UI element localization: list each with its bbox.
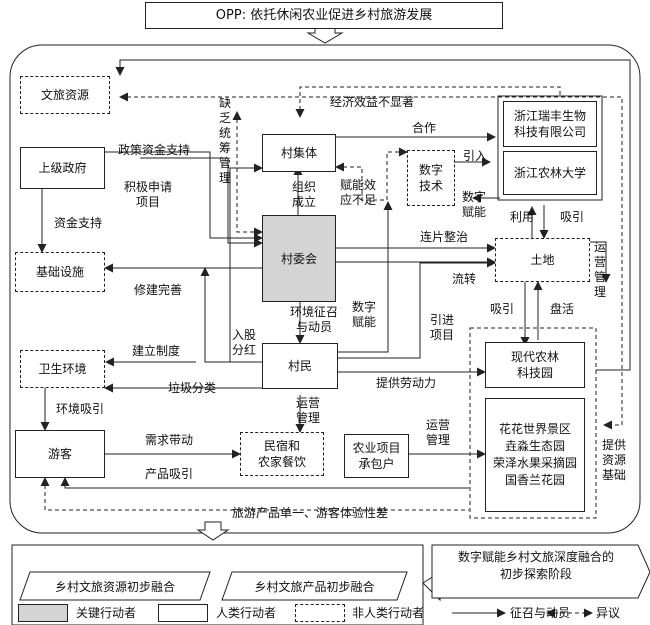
label-economic-not-significant: 经济效益不显著 xyxy=(330,95,415,109)
label-product-attract: 产品吸引 xyxy=(145,467,194,481)
label-attract-2: 吸引 xyxy=(490,302,515,316)
zhejiang-ruifeng-company: 浙江瑞丰生物 科技有限公司 xyxy=(503,101,597,147)
label-introduce: 引入 xyxy=(463,149,488,163)
village-committee-key-actor: 村委会 xyxy=(262,215,336,302)
label-revitalize: 盘活 xyxy=(550,302,575,316)
opp-title: OPP: 依托休闲农业促进乡村旅游发展 xyxy=(145,2,503,29)
infrastructure: 基础设施 xyxy=(15,252,105,292)
tourists: 游客 xyxy=(15,430,105,478)
label-garbage-sorting: 垃圾分类 xyxy=(168,381,217,395)
zhejiang-af-university: 浙江农林大学 xyxy=(503,151,597,195)
village-collective: 村集体 xyxy=(262,134,336,172)
label-attract: 吸引 xyxy=(560,210,585,224)
scenic-spots-group: 花花世界景区 垚淼生态园 荣泽水果采摘园 国香兰花园 xyxy=(485,398,585,512)
label-ops-mgmt-right: 运营管理 xyxy=(593,240,606,299)
stage-1-label: 乡村文旅资源初步融合 xyxy=(54,579,175,594)
legend-key-actor: 关键行动者 xyxy=(76,606,137,620)
label-empower-weak: 赋能效 应不足 xyxy=(340,178,377,207)
label-build-improve: 修建完善 xyxy=(134,283,183,297)
legend-key-swatch xyxy=(18,604,68,622)
legend-human-swatch xyxy=(158,604,208,622)
digital-technology: 数字 技术 xyxy=(407,150,455,206)
label-consolidate: 连片整治 xyxy=(420,230,469,244)
label-ops-mgmt: 运营 管理 xyxy=(296,396,321,425)
label-single-product: 旅游产品单一、游客体验性差 xyxy=(232,506,389,520)
label-provide-labor: 提供劳动力 xyxy=(376,376,437,390)
stage2-parallelogram xyxy=(221,571,408,601)
sanitation-environment: 卫生环境 xyxy=(20,350,105,388)
legend-nonhuman-swatch xyxy=(295,604,345,622)
label-apply-projects: 积极申请 项目 xyxy=(124,180,173,209)
label-use: 利用 xyxy=(510,210,535,224)
result-stage-label: 数字赋能乡村文旅深度融合的 初步探索阶段 xyxy=(457,550,614,581)
legend-dissent: 异议 xyxy=(596,606,621,620)
label-lack-coordination: 缺乏统筹管理 xyxy=(218,96,231,185)
villagers: 村民 xyxy=(262,343,338,389)
label-provide-resource: 提供资源基础 xyxy=(601,438,626,482)
modern-agri-tech-park: 现代农林 科技园 xyxy=(485,342,585,388)
legend-nonhuman-actor: 非人类行动者 xyxy=(352,606,425,620)
homestay-catering: 民宿和 农家餐饮 xyxy=(240,432,324,476)
result-pentagon xyxy=(431,544,650,599)
label-digital-empower-2: 数字 赋能 xyxy=(352,300,377,329)
label-share-dividend: 入股 分红 xyxy=(232,328,257,357)
label-organize: 组织 成立 xyxy=(292,180,317,209)
label-requisition-mobilize: 环境征召 与动员 xyxy=(290,305,339,334)
label-policy-funds: 政策资金支持 xyxy=(118,143,191,157)
label-flow: 流转 xyxy=(452,272,477,286)
land: 土地 xyxy=(495,238,590,282)
label-ops-mgmt-3: 运营 管理 xyxy=(426,418,451,447)
mobilize-lines xyxy=(37,59,631,489)
label-demand-driven: 需求带动 xyxy=(145,433,194,447)
higher-government: 上级政府 xyxy=(20,147,105,189)
label-cooperate: 合作 xyxy=(412,121,437,135)
title-down-arrow xyxy=(306,27,344,44)
stage1-parallelogram xyxy=(19,571,211,601)
label-introduce-project: 引进 项目 xyxy=(430,313,455,342)
legend-mobilize: 征召与动员 xyxy=(510,606,571,620)
agri-project-contractor: 农业项目 承包户 xyxy=(344,434,409,478)
bottom-down-arrow xyxy=(196,521,230,541)
label-digital-empower: 数字 赋能 xyxy=(462,190,487,219)
project-group-frame xyxy=(469,327,597,519)
label-establish-system: 建立制度 xyxy=(132,344,181,358)
legend-human-actor: 人类行动者 xyxy=(216,606,277,620)
label-env-attract: 环境吸引 xyxy=(56,402,105,416)
dissent-lines xyxy=(40,86,623,511)
cultural-tourism-resources: 文旅资源 xyxy=(20,76,110,114)
outer-frame xyxy=(9,44,641,534)
stages-frame xyxy=(11,544,424,625)
external-group-frame xyxy=(497,95,603,201)
label-funds-support: 资金支持 xyxy=(54,216,103,230)
stage-2-label: 乡村文旅产品初步融合 xyxy=(254,579,375,594)
